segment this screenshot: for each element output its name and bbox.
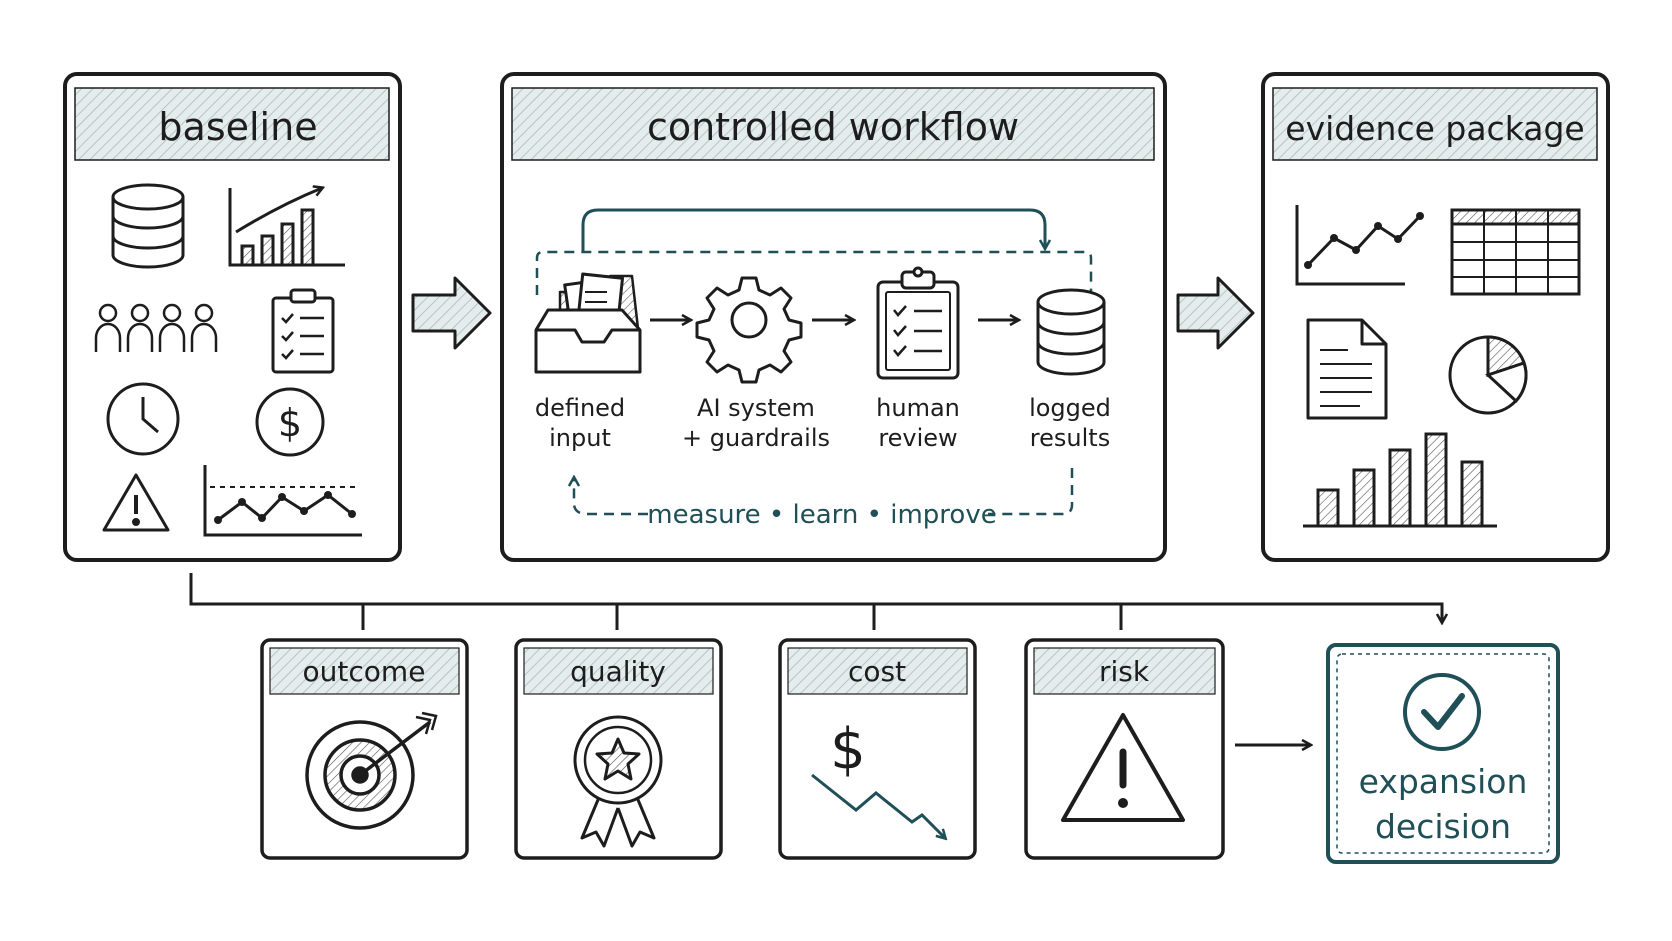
clipboard-checklist-icon [271, 288, 335, 374]
criteria-cost-title: cost [848, 655, 906, 688]
decision-line2: decision [1375, 807, 1511, 846]
warning-triangle-icon [1061, 713, 1185, 822]
table-spreadsheet-icon [1450, 208, 1581, 296]
dollar-icon: $ [255, 387, 325, 457]
workflow-title: controlled workflow [647, 105, 1019, 149]
clipboard-checklist-icon [876, 266, 960, 380]
step-3-line2: review [878, 424, 957, 452]
step-2-line1: AI system [697, 394, 815, 422]
step-1-line1: defined [535, 394, 625, 422]
bar-chart-icon [1303, 432, 1497, 528]
line-chart-icon [203, 465, 362, 537]
skip-arrow [581, 208, 1045, 252]
criteria-risk-title: risk [1099, 655, 1150, 688]
workflow-header [511, 87, 1155, 161]
baseline-header [74, 87, 390, 161]
decision-line1: expansion [1359, 762, 1528, 801]
loop-dashed-return [574, 468, 1074, 516]
loop-dashed-box [535, 250, 1093, 295]
expansion-decision-box: expansion decision [1326, 643, 1560, 864]
award-ribbon-icon [573, 715, 663, 848]
criteria-quality-title: quality [570, 655, 666, 688]
criteria-cost: cost $ [778, 638, 977, 860]
baseline-title: baseline [158, 105, 317, 149]
baseline-panel: baseline [63, 72, 402, 562]
evidence-title: evidence package [1285, 109, 1584, 148]
evidence-panel: evidence package [1261, 72, 1610, 562]
criteria-risk: risk [1024, 638, 1225, 860]
bar-chart-up-icon [228, 188, 345, 267]
criteria-quality: quality [514, 638, 723, 860]
criteria-outcome: outcome [260, 638, 469, 860]
workflow-panel: controlled workflow measure • learn • im… [500, 72, 1167, 562]
step-3-line1: human [876, 394, 960, 422]
check-circle-icon [1403, 673, 1481, 751]
svg-text:$: $ [830, 717, 866, 782]
flow-arrow-baseline-to-workflow [411, 276, 492, 350]
connector-lines [189, 573, 1442, 630]
loop-label: measure • learn • improve [647, 500, 996, 530]
gear-icon [695, 276, 803, 384]
step-1-line2: input [549, 424, 611, 452]
team-people-icon [94, 303, 218, 352]
flow-arrow-workflow-to-evidence [1176, 276, 1255, 350]
pie-chart-icon [1448, 335, 1528, 415]
target-icon [305, 711, 438, 830]
svg-text:$: $ [278, 401, 302, 445]
database-icon [1036, 288, 1106, 376]
inbox-documents-icon [534, 272, 642, 374]
criteria-outcome-title: outcome [303, 655, 426, 688]
step-4-line1: logged [1029, 394, 1111, 422]
clock-icon [106, 382, 180, 456]
step-2-line2: + guardrails [682, 424, 830, 452]
evidence-header [1272, 87, 1598, 161]
line-chart-icon [1295, 205, 1424, 286]
dollar-down-trend-icon: $ [811, 717, 945, 838]
step-4-line2: results [1030, 424, 1110, 452]
document-icon [1306, 318, 1388, 420]
warning-icon [102, 473, 170, 532]
database-icon [111, 183, 185, 269]
